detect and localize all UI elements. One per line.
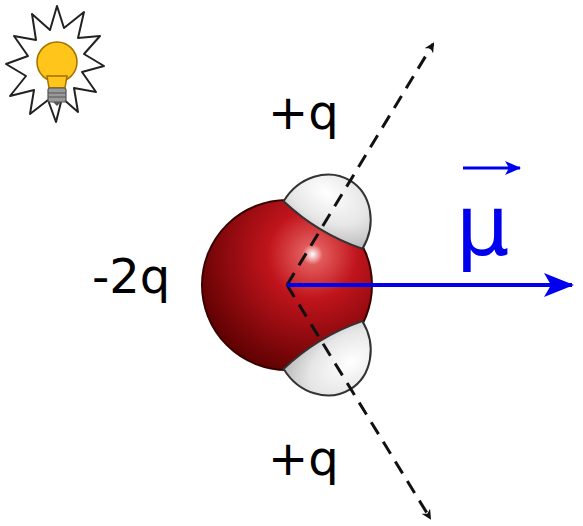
charge-label-wrap: +q bbox=[268, 434, 339, 482]
charge-label: -2q bbox=[92, 252, 170, 300]
bond-axis-arrow bbox=[287, 285, 430, 518]
charge-label: +q bbox=[268, 88, 339, 136]
dipole-symbol: μ bbox=[456, 184, 509, 268]
charge-label-wrap: +q bbox=[268, 88, 339, 136]
dipole-symbol-wrap: μ bbox=[456, 184, 509, 268]
lightbulb-icon bbox=[6, 6, 104, 122]
dipole-arrow bbox=[287, 283, 572, 287]
bond-axis-arrow bbox=[287, 44, 433, 285]
charge-label: +q bbox=[268, 434, 339, 482]
vector-arrow bbox=[463, 167, 520, 170]
charge-label-wrap: -2q bbox=[92, 252, 170, 300]
